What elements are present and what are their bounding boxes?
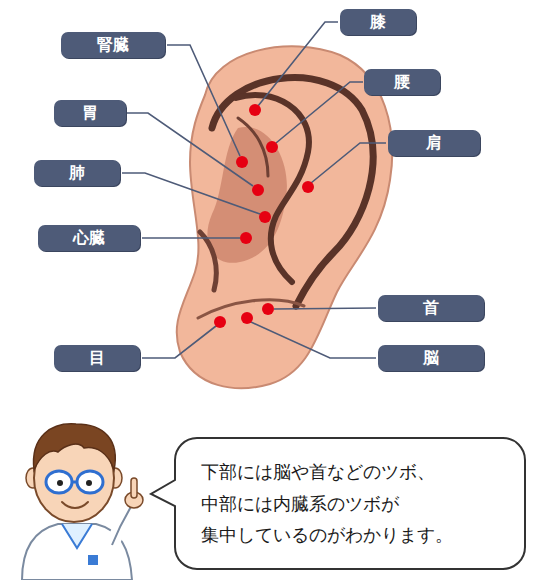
label-box: 腰: [364, 69, 440, 95]
speech-bubble: 下部には脳や首などのツボ、 中部には内臓系のツボが 集中しているのがわかります。: [175, 438, 525, 569]
ear-helix-rim: [212, 78, 373, 306]
label-text: 腰: [394, 74, 410, 90]
doctor-character: [22, 424, 143, 580]
label-box: 肺: [34, 160, 120, 186]
label-box: 心臓: [38, 225, 140, 251]
label-box: 腎臓: [61, 32, 165, 58]
label-box: 脳: [378, 345, 484, 371]
label-box: 肩: [388, 130, 480, 156]
acupoint-dots: [214, 104, 314, 328]
label-box: 胃: [54, 100, 126, 126]
label-text: 腎臓: [97, 37, 129, 53]
label-text: 脳: [423, 350, 439, 366]
label-box: 膝: [340, 9, 416, 35]
label-text: 膝: [370, 14, 386, 30]
label-text: 肩: [426, 135, 442, 151]
ear-antihelix: [236, 95, 309, 282]
bubble-shape: [151, 438, 525, 569]
ear-outline: [177, 46, 393, 388]
ear-concha: [207, 127, 287, 263]
label-text: 心臓: [73, 230, 105, 246]
label-box: 目: [54, 345, 140, 371]
label-text: 肺: [69, 165, 85, 181]
label-box: 首: [378, 295, 484, 321]
bubble-text: 下部には脳や首などのツボ、 中部には内臓系のツボが 集中しているのがわかります。: [201, 456, 499, 551]
label-text: 目: [89, 350, 105, 366]
label-text: 首: [423, 300, 439, 316]
label-text: 胃: [82, 105, 98, 121]
ear-tragus: [200, 232, 216, 290]
leader-lines: [122, 22, 386, 358]
